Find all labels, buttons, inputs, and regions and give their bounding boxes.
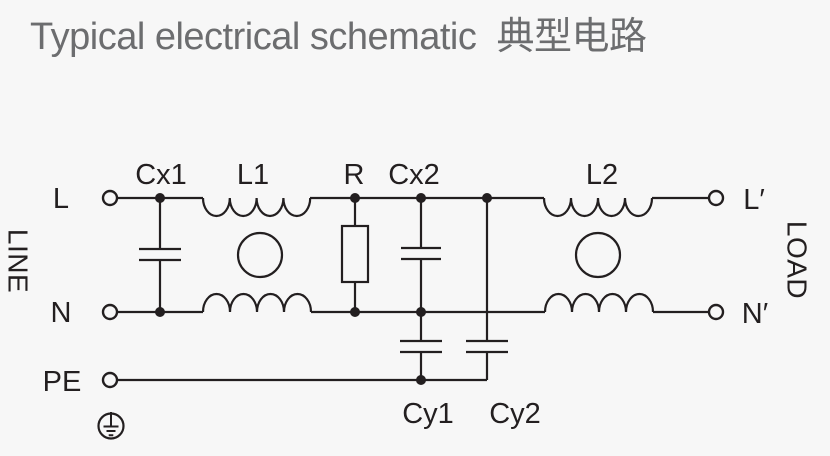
capacitor-cx2 [401,198,441,312]
inductor-l2-core-icon [574,231,622,279]
terminal-n-out [707,303,725,321]
component-label-l1: L1 [237,159,269,191]
junction-dot [416,375,426,385]
capacitor-cy2 [466,198,508,380]
junction-dot [155,193,165,203]
wire-group [117,196,709,382]
terminal-label-l-out: L′ [743,184,765,216]
page-title: Typical electrical schematic 典型电路 [30,16,647,58]
capacitor-cy1 [400,312,442,380]
component-label-cy2: Cy2 [489,398,541,430]
component-label-cx1: Cx1 [135,159,187,191]
terminal-n [101,303,119,321]
junction-dot [155,307,165,317]
earth-bars [103,412,119,437]
terminal-label-n-out: N′ [742,298,768,330]
terminal-label-l: L [53,183,69,215]
junction-dot [416,307,426,317]
junction-dot [350,193,360,203]
inductor-l1-bottom-winding [201,292,313,313]
resistor-r-body [340,224,370,284]
component-label-r: R [344,159,365,191]
inductor-l2-bottom-winding [543,292,655,313]
junction-dot [482,193,492,203]
earth-ground-icon [97,412,125,440]
junction-dot [350,307,360,317]
inductor-l1-top-winding [201,197,312,218]
capacitor-cx1 [139,198,181,312]
terminal-l-out [707,189,725,207]
terminal-label-pe: PE [43,366,82,398]
inductor-l1-core-icon [236,231,284,279]
side-label-line: LINE [3,229,34,293]
side-label-load: LOAD [782,221,813,299]
component-label-cy1: Cy1 [402,398,454,430]
terminal-group [101,189,725,389]
inductor-l2-top-winding [542,197,654,218]
terminal-label-n: N [51,297,72,329]
junction-dot [416,193,426,203]
junction-dots [155,193,492,385]
component-label-cx2: Cx2 [388,159,440,191]
component-label-l2: L2 [586,159,618,191]
terminal-l [101,189,119,207]
terminal-pe [101,371,119,389]
